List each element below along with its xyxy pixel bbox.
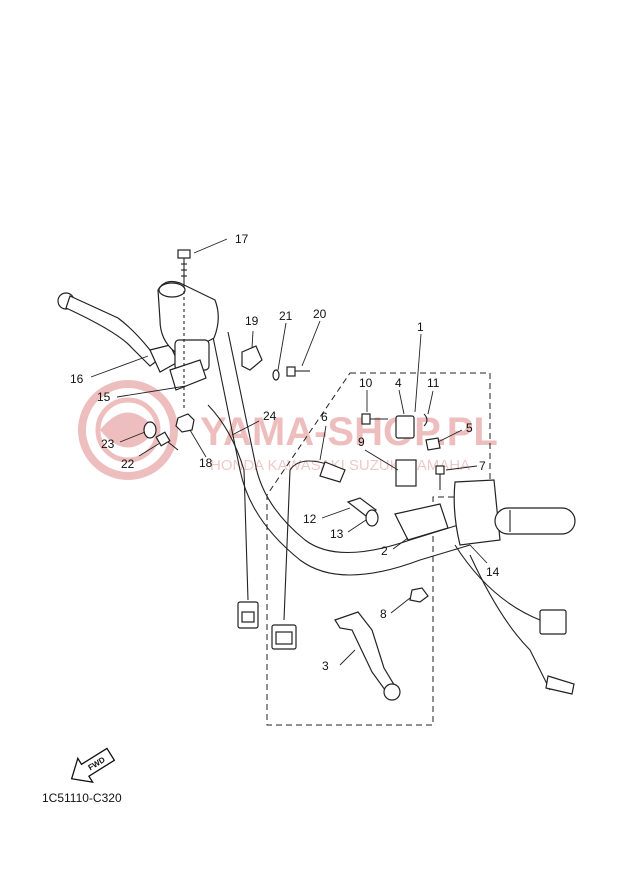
screw-7	[435, 465, 445, 490]
callout-7: 7	[479, 459, 486, 473]
leader-lines	[90, 238, 488, 666]
callout-20: 20	[313, 307, 327, 321]
fwd-arrow-icon: FWD	[70, 747, 116, 783]
cable-24	[207, 404, 259, 629]
callout-19: 19	[245, 314, 259, 328]
callout-23: 23	[101, 437, 115, 451]
switch-19	[241, 345, 263, 371]
clutch-lever	[57, 292, 179, 373]
screw-10	[361, 413, 388, 425]
callout-17: 17	[235, 232, 249, 246]
callout-12: 12	[303, 512, 317, 526]
callout-2: 2	[381, 544, 388, 558]
callout-1: 1	[417, 320, 424, 334]
callout-9: 9	[358, 435, 365, 449]
callout-16: 16	[70, 372, 84, 386]
callout-6: 6	[321, 410, 328, 424]
bracket-2	[394, 503, 449, 541]
callout-13: 13	[330, 527, 344, 541]
brake-lever	[334, 611, 401, 701]
plate-9	[395, 459, 417, 487]
callout-11: 11	[427, 376, 440, 390]
callout-8: 8	[380, 607, 387, 621]
washer-21	[272, 369, 280, 381]
callout-14: 14	[486, 565, 500, 579]
screw-22	[155, 431, 179, 451]
washer-13	[365, 509, 379, 527]
nut-8	[409, 587, 429, 603]
handlebar-switch	[453, 479, 576, 695]
watermark-text: YAMA-SHOP.PL	[200, 410, 498, 454]
callout-15: 15	[97, 390, 111, 404]
callout-24: 24	[263, 409, 277, 423]
callout-5: 5	[466, 421, 473, 435]
callout-22: 22	[121, 457, 135, 471]
bolt-17	[177, 249, 191, 410]
callout-4: 4	[395, 376, 402, 390]
callout-21: 21	[279, 309, 293, 323]
callout-10: 10	[359, 376, 373, 390]
callout-3: 3	[322, 659, 329, 673]
master-cylinder	[157, 280, 219, 391]
nut-18	[175, 413, 195, 433]
assembly-outline	[266, 372, 491, 726]
callout-18: 18	[199, 456, 213, 470]
washer-23	[143, 421, 157, 439]
callouts: 17 16 15 19 21 20 1 10 4 11 5 9 7 12 13 …	[70, 232, 500, 673]
cable-6	[271, 460, 346, 650]
screw-20	[286, 366, 310, 377]
handlebar	[211, 331, 471, 576]
diagram-code: 1C51110-C320	[42, 791, 122, 805]
switch-4	[395, 415, 415, 439]
bolt-5	[425, 437, 441, 451]
watermark-logo	[78, 380, 178, 480]
clip-11	[423, 413, 428, 427]
